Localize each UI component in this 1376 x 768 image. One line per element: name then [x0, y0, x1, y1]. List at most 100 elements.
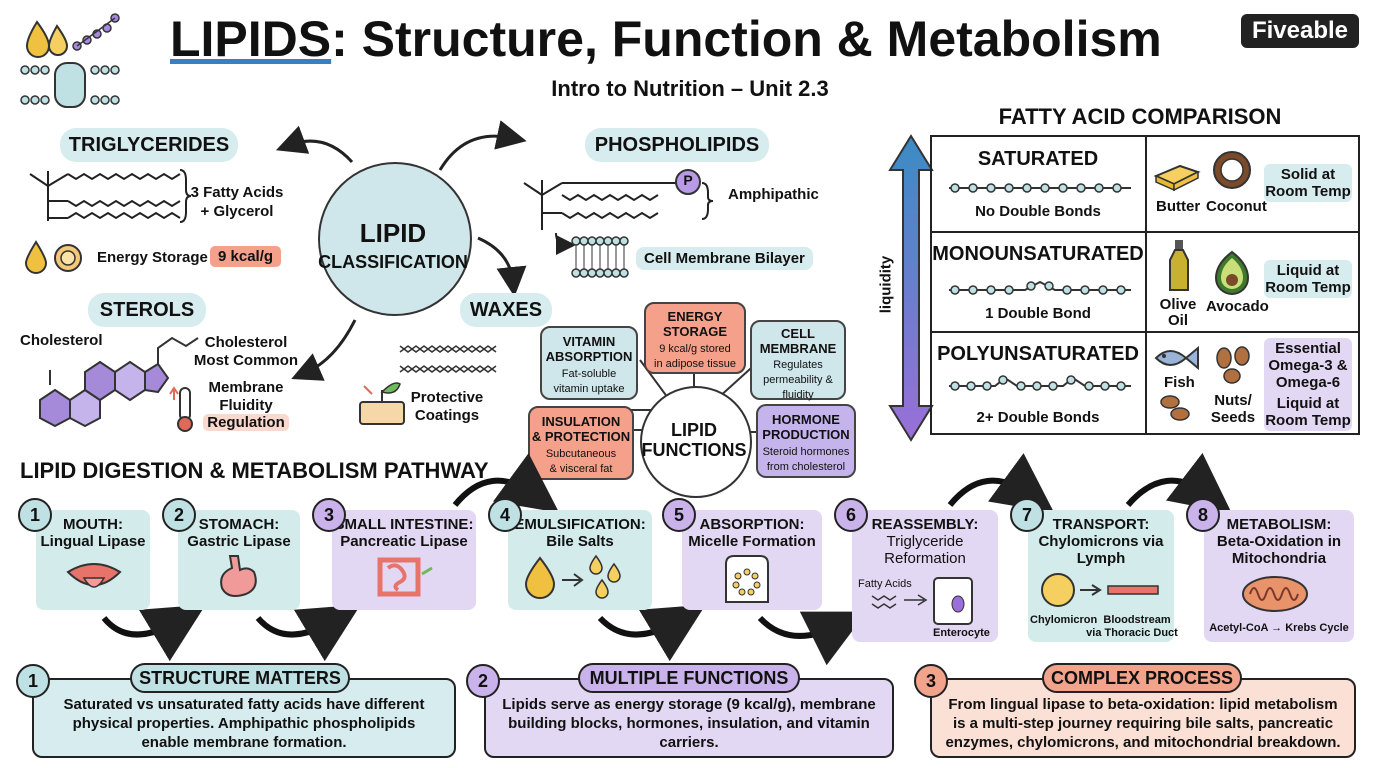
mono-state-2: Room Temp	[1265, 279, 1351, 296]
oil-drop-icon	[24, 240, 82, 274]
energy-desc-2: in adipose tissue	[654, 358, 736, 370]
cell-title-2: MEMBRANE	[759, 341, 837, 356]
amphipathic-label: Amphipathic	[728, 186, 819, 203]
chylomicron-label: Chylomicron	[1030, 614, 1098, 626]
step8-title: METABOLISM:	[1226, 516, 1332, 533]
summary-number-1: 1	[16, 664, 50, 698]
table-divider-v	[1145, 135, 1147, 435]
fatty-acids-label: Fatty Acids	[858, 578, 912, 590]
step8-sub-1: Beta-Oxidation in	[1216, 533, 1342, 550]
summary-1-line-2: physical properties. Amphipathic phospho…	[72, 715, 416, 732]
waxes-desc-2: Coatings	[414, 407, 480, 424]
step1-number: 1	[18, 498, 52, 532]
chylomicron-icon	[1041, 573, 1159, 607]
summary-title-2: MULTIPLE FUNCTIONS	[589, 668, 789, 688]
function-energy-storage: ENERGY STORAGE 9 kcal/g stored in adipos…	[644, 302, 746, 374]
cell-title-1: CELL	[781, 326, 815, 341]
table-divider-h2	[930, 331, 1360, 333]
summary-title-1: STRUCTURE MATTERS	[139, 668, 341, 688]
polyunsaturated-state: Essential Omega-3 & Omega-6 Liquid at Ro…	[1264, 338, 1352, 431]
function-hormone-production: HORMONE PRODUCTION Steroid hormones from…	[756, 404, 856, 478]
cholesterol-label: Cholesterol	[20, 332, 103, 349]
olive-oil-label-1: Olive	[1159, 296, 1197, 313]
phospholipids-title: PHOSPHOLIPIDS	[585, 128, 769, 162]
step3-title: SMALL INTESTINE:	[334, 516, 474, 533]
butter-label: Butter	[1156, 198, 1201, 215]
sterols-title: STEROLS	[88, 293, 206, 327]
summary-title-3-bg	[1042, 663, 1242, 693]
cell-desc-1: Regulates	[773, 359, 823, 371]
olive-oil-icon	[1169, 240, 1189, 291]
step4-sub: Bile Salts	[546, 533, 614, 550]
saturated-name: SATURATED	[977, 148, 1099, 170]
mono-state-1: Liquid at	[1276, 262, 1340, 279]
step7-title: TRANSPORT:	[1052, 516, 1150, 533]
functions-center-title: LIPID	[670, 420, 717, 440]
krebs-label: Acetyl-CoA → Krebs Cycle	[1209, 622, 1349, 634]
vitamin-title-2: ABSORPTION	[545, 349, 633, 364]
function-cell-membrane: CELL MEMBRANE Regulates permeability & f…	[750, 320, 846, 401]
page-title-rest: : Structure, Function & Metabolism	[331, 11, 1162, 67]
summary-number-2: 2	[466, 664, 500, 698]
pathway-step-6: REASSEMBLY: Triglyceride Reformation	[852, 510, 998, 642]
energy-desc-1: 9 kcal/g stored	[659, 343, 731, 355]
step8-number: 8	[1186, 498, 1220, 532]
step6-sub-2: Reformation	[884, 550, 966, 567]
intestine-icon	[377, 557, 433, 597]
step5-sub: Micelle Formation	[688, 533, 816, 550]
avocado-icon	[1214, 250, 1250, 295]
saturated-state-2: Room Temp	[1265, 183, 1351, 200]
membrane-fluidity-3: Regulation	[203, 414, 289, 431]
poly-state-5: Room Temp	[1265, 412, 1351, 429]
mitochondria-icon	[1242, 576, 1308, 612]
pathway-arrows	[101, 452, 1232, 666]
summary-1-line-1: Saturated vs unsaturated fatty acids hav…	[63, 696, 425, 713]
hormone-title-1: HORMONE	[772, 412, 840, 427]
poly-state-3: Omega-6	[1275, 374, 1341, 391]
energy-title-2: STORAGE	[662, 324, 728, 339]
cholesterol-common-2: Most Common	[193, 352, 299, 369]
step7-sub-1: Chylomicrons via	[1038, 533, 1164, 550]
saturated-state-1: Solid at	[1280, 166, 1336, 183]
cholesterol-common-1: Cholesterol	[204, 334, 288, 351]
waxes-title: WAXES	[460, 293, 552, 327]
hormone-desc-2: from cholesterol	[766, 461, 846, 473]
insulation-desc-2: & visceral fat	[549, 463, 613, 475]
classification-center-circle	[318, 162, 472, 316]
pathway-step-1: MOUTH: Lingual Lipase	[36, 510, 150, 610]
function-insulation-protection: INSULATION & PROTECTION Subcutaneous & v…	[528, 406, 634, 480]
page-title: LIPIDS: Structure, Function & Metabolism	[170, 8, 1162, 70]
phosphate-label: P	[683, 172, 693, 188]
cell-desc-2: permeability &	[763, 374, 833, 386]
triglyceride-desc-2: + Glycerol	[200, 203, 274, 220]
avocado-label: Avocado	[1206, 298, 1269, 315]
thermometer-icon	[169, 386, 193, 432]
membrane-fluidity-1: Membrane	[208, 379, 284, 396]
step5-number: 5	[662, 498, 696, 532]
brand-logo[interactable]: Fiveable	[1241, 14, 1359, 48]
step7-sub-2: Lymph	[1076, 550, 1126, 567]
almonds-icon	[1160, 395, 1190, 421]
wax-chain-icon	[399, 345, 497, 373]
vitamin-desc-1: Fat-soluble	[561, 368, 617, 380]
hormone-title-2: PRODUCTION	[762, 427, 850, 442]
summary-title-2-bg	[578, 663, 800, 693]
polyunsaturated-name: POLYUNSATURATED	[937, 343, 1139, 365]
saturated-state: Solid at Room Temp	[1264, 164, 1352, 202]
fish-label: Fish	[1164, 374, 1195, 391]
cell-desc-3: fluidity	[782, 389, 814, 401]
coconut-icon	[1213, 151, 1251, 189]
step1-sub: Lingual Lipase	[40, 533, 146, 550]
energy-storage-label: Energy Storage	[97, 249, 208, 266]
summary-3-line-2: is a multi-step journey requiring bile s…	[952, 715, 1334, 732]
energy-title-1: ENERGY	[667, 309, 723, 324]
nuts-seeds-icon	[1216, 346, 1250, 384]
hormone-desc-1: Steroid hormones	[762, 446, 850, 458]
vitamin-desc-2: vitamin uptake	[553, 383, 625, 395]
nuts-label-2: Seeds	[1210, 409, 1256, 426]
insulation-title-1: INSULATION	[541, 414, 621, 429]
emulsification-icon	[524, 554, 621, 599]
saturated-chain-icon	[949, 183, 1131, 193]
sterol-ring-structure-icon	[39, 336, 199, 428]
poly-state-2: Omega-3 &	[1268, 357, 1348, 374]
